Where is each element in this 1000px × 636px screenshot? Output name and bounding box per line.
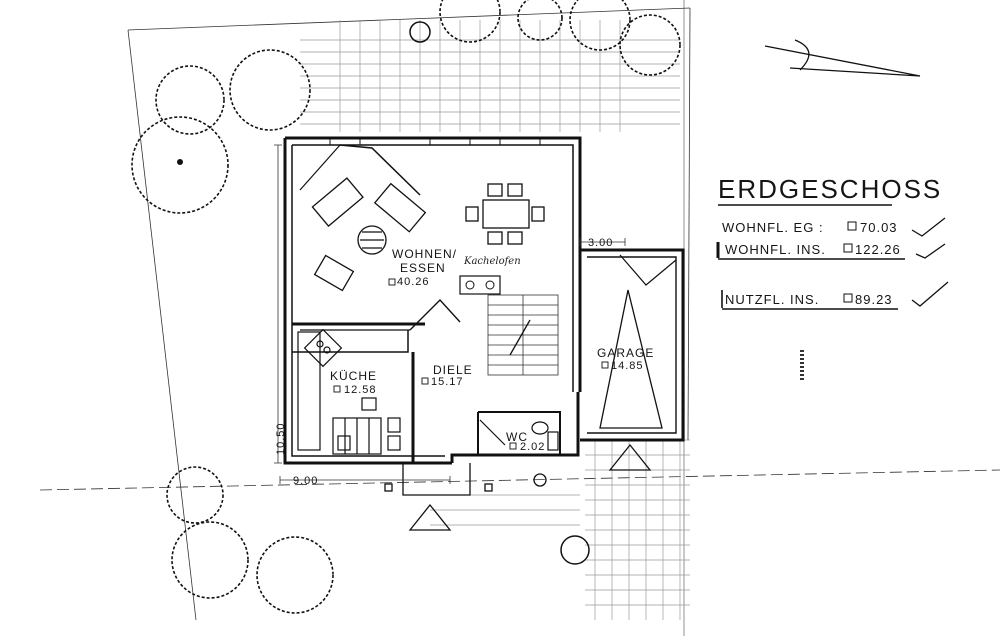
plan-title: ERDGESCHOSS (718, 174, 942, 204)
house-walls (283, 136, 582, 465)
north-arrow-icon (764, 39, 921, 77)
room-label-wohnen: WOHNEN/ (392, 247, 457, 261)
check-icon (911, 281, 949, 307)
staircase (487, 294, 559, 376)
room-area-wc: 2.02 (520, 441, 545, 453)
kachelofen-stove (459, 275, 501, 295)
room-label-wc: WC (506, 430, 528, 444)
check-icon (915, 243, 946, 259)
furniture-kitchen (297, 328, 401, 455)
stat-label-wohnfl-ins: WOHNFL. INS. (725, 242, 826, 257)
stats-table: WOHNFL. EG : 70.03 WOHNFL. INS. 122.26 N… (716, 217, 949, 310)
kachelofen-annotation: Kachelofen (463, 256, 521, 267)
stat-label-nutzfl-ins: NUTZFL. INS. (725, 292, 819, 307)
room-label-essen: ESSEN (400, 261, 446, 275)
room-area-wohnen: 40.26 (397, 276, 430, 288)
stat-value-nutzfl-ins: 89.23 (855, 292, 893, 307)
entrance (384, 443, 652, 531)
room-area-kueche: 12.58 (344, 384, 377, 396)
dimension-garage-width: 3.00 (588, 237, 613, 249)
room-label-garage: GARAGE (597, 346, 654, 360)
garage-structure (580, 248, 804, 442)
dimension-house-width: 9.00 (293, 475, 318, 487)
dimension-house-depth: 10.50 (275, 422, 287, 455)
trees (131, 0, 681, 614)
stat-value-wohnfl-ins: 122.26 (855, 242, 901, 257)
stat-value-wohnfl-eg: 70.03 (860, 220, 898, 235)
room-area-diele: 15.17 (431, 376, 464, 388)
furniture-living (311, 177, 545, 292)
wc-fixtures (479, 419, 559, 451)
dimension-lines (274, 144, 626, 484)
check-icon (911, 217, 946, 237)
room-label-kueche: KÜCHE (330, 369, 377, 383)
room-area-garage: 14.85 (611, 360, 644, 372)
property-boundary (39, 7, 1000, 621)
room-label-diele: DIELE (433, 363, 473, 377)
paving-grid-top (300, 20, 680, 132)
stat-label-wohnfl-eg: WOHNFL. EG : (722, 220, 824, 235)
